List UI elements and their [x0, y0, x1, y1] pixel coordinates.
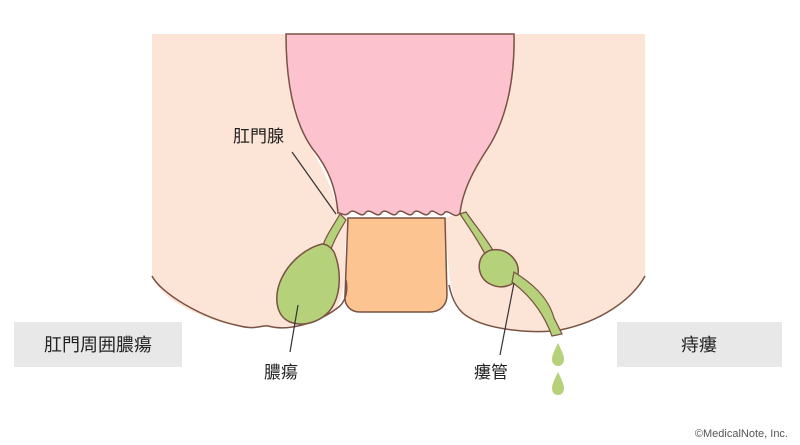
legend-right-label: 痔瘻 — [681, 335, 717, 356]
legend-box-left — [14, 322, 182, 367]
anal-canal — [344, 217, 448, 313]
rectum — [285, 33, 515, 217]
anal-gland-leader — [291, 151, 337, 215]
abscess-label: 膿瘍 — [264, 363, 298, 383]
fistula-leader — [499, 282, 515, 356]
abscess — [276, 243, 340, 325]
left-buttock-outline — [151, 275, 348, 329]
legend-box-right — [617, 322, 782, 367]
right-buttock-outline — [448, 275, 646, 333]
legend-left-label: 肛門周囲膿瘍 — [44, 335, 152, 356]
fistula-tract-outer — [511, 271, 563, 337]
left-buttock — [152, 34, 348, 328]
fistula-tract-label: 瘻管 — [474, 363, 508, 383]
pus-drop-1 — [552, 343, 564, 366]
copyright-text: ©MedicalNote, Inc. — [695, 428, 788, 440]
anal-gland-label: 肛門腺 — [233, 127, 284, 147]
pus-drop-2 — [552, 372, 564, 395]
abscess-leader — [289, 304, 299, 353]
